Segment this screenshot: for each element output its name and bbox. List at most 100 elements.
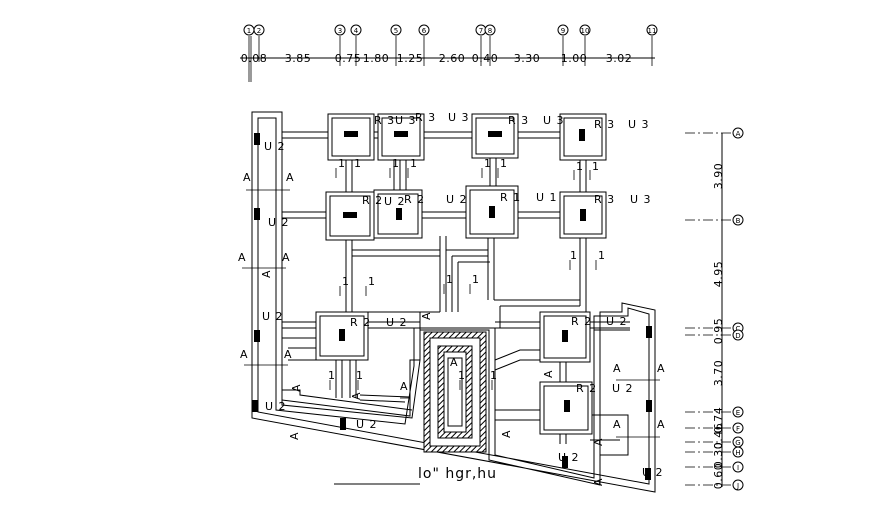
title-text: lo" hgr,hu <box>418 466 497 482</box>
svg-text:R 3: R 3 <box>594 193 615 206</box>
dim-5: 2.60 <box>439 52 466 65</box>
svg-text:1: 1 <box>446 273 454 286</box>
svg-text:1: 1 <box>458 369 466 382</box>
svg-text:U 3: U 3 <box>628 118 650 131</box>
svg-text:A: A <box>290 383 303 392</box>
svg-text:A: A <box>240 348 249 361</box>
svg-text:2: 2 <box>257 27 261 35</box>
svg-text:A: A <box>288 431 301 440</box>
svg-text:U 3: U 3 <box>630 193 652 206</box>
svg-text:U 2: U 2 <box>612 382 634 395</box>
dim-8: 1.00 <box>561 52 588 65</box>
grid-bubble-11: 11 <box>646 24 658 36</box>
rdim-1: 4.95 <box>712 261 725 288</box>
svg-text:A: A <box>238 251 247 264</box>
grid-bubble-I: I <box>732 461 744 473</box>
grid-bubble-E: E <box>732 406 744 418</box>
svg-text:U 2: U 2 <box>262 310 284 323</box>
svg-text:A: A <box>542 369 555 378</box>
svg-text:1: 1 <box>328 369 336 382</box>
footing-r2-c <box>539 311 591 363</box>
rdim-4: 0.74 <box>712 407 725 434</box>
rdim-5: 0.46 <box>712 423 725 450</box>
svg-text:F: F <box>736 425 740 433</box>
svg-text:1: 1 <box>342 275 350 288</box>
svg-text:1: 1 <box>356 369 364 382</box>
top-grid: 1 2 3 4 5 6 7 8 9 10 11 0.08 3.85 0.75 1… <box>240 24 658 82</box>
stair-core <box>423 331 487 453</box>
svg-text:A: A <box>284 348 293 361</box>
rdim-7: 0.60 <box>712 463 725 490</box>
svg-text:1: 1 <box>592 160 600 173</box>
svg-text:1: 1 <box>598 249 606 262</box>
svg-text:I: I <box>737 464 739 472</box>
svg-text:1: 1 <box>570 249 578 262</box>
svg-text:R 2: R 2 <box>404 193 425 206</box>
svg-text:D: D <box>735 332 740 340</box>
svg-text:U 2: U 2 <box>265 400 287 413</box>
svg-text:1: 1 <box>392 157 400 170</box>
svg-text:5: 5 <box>394 27 398 35</box>
dim-7: 3.30 <box>514 52 541 65</box>
svg-text:11: 11 <box>648 27 657 35</box>
svg-text:R 2: R 2 <box>576 382 597 395</box>
grid-bubble-9: 9 <box>557 24 569 36</box>
svg-text:B: B <box>736 217 741 225</box>
svg-text:U 1: U 1 <box>536 191 558 204</box>
svg-text:U 2: U 2 <box>384 195 406 208</box>
svg-text:A: A <box>243 171 252 184</box>
svg-text:R 3: R 3 <box>594 118 615 131</box>
svg-text:A: A <box>420 311 433 320</box>
svg-text:U 3: U 3 <box>543 114 565 127</box>
svg-text:E: E <box>736 409 740 417</box>
svg-text:U 2: U 2 <box>558 451 580 464</box>
rdim-0: 3.90 <box>712 163 725 190</box>
svg-text:G: G <box>735 439 740 447</box>
right-grid: A B C D E F G H I J 3.90 4.95 0.95 3.70 … <box>685 127 744 491</box>
grid-bubble-B: B <box>732 214 744 226</box>
svg-text:8: 8 <box>488 27 492 35</box>
section-markers: A A A A A A A A A A A A A A A A A A A A … <box>238 171 666 486</box>
grid-bubble-D: D <box>732 329 744 341</box>
svg-text:7: 7 <box>479 27 483 35</box>
svg-text:R 1: R 1 <box>500 191 521 204</box>
grid-bubble-J: J <box>732 479 744 491</box>
grid-bubble-3: 3 <box>334 24 346 36</box>
grid-bubble-4: 4 <box>350 24 362 36</box>
svg-text:A: A <box>592 477 605 486</box>
grid-bubble-10: 10 <box>579 24 591 36</box>
svg-text:A: A <box>657 362 666 375</box>
grid-bubble-6: 6 <box>418 24 430 36</box>
svg-text:U 3: U 3 <box>448 111 470 124</box>
svg-text:10: 10 <box>581 27 590 35</box>
svg-text:1: 1 <box>472 273 480 286</box>
rdim-6: 0.30 <box>712 442 725 469</box>
svg-text:A: A <box>736 130 741 138</box>
svg-text:A: A <box>657 418 666 431</box>
grid-bubble-G: G <box>732 436 744 448</box>
svg-text:1: 1 <box>247 27 251 35</box>
svg-text:R 2: R 2 <box>571 315 592 328</box>
dim-6: 0.40 <box>472 52 499 65</box>
svg-text:4: 4 <box>354 27 359 35</box>
svg-text:R 3: R 3 <box>415 111 436 124</box>
svg-text:C: C <box>736 325 741 333</box>
svg-text:1: 1 <box>354 157 362 170</box>
grid-bubble-A: A <box>732 127 744 139</box>
svg-text:U 2: U 2 <box>268 216 290 229</box>
svg-text:U 2: U 2 <box>356 418 378 431</box>
svg-text:9: 9 <box>561 27 565 35</box>
plan-outline <box>251 111 656 493</box>
footing-tags: R 3 U 3 R 3 U 3 R 3 U 3 R 3 U 3 U 2 U 2 … <box>262 111 663 479</box>
beams <box>282 131 630 444</box>
svg-text:J: J <box>736 482 739 490</box>
grid-bubble-H: H <box>732 446 744 458</box>
grid-bubble-2: 2 <box>253 24 265 36</box>
svg-text:1: 1 <box>410 157 418 170</box>
svg-text:U 2: U 2 <box>386 316 408 329</box>
footing-r2-b <box>315 311 369 361</box>
svg-text:U 3: U 3 <box>395 114 417 127</box>
svg-text:1: 1 <box>338 157 346 170</box>
